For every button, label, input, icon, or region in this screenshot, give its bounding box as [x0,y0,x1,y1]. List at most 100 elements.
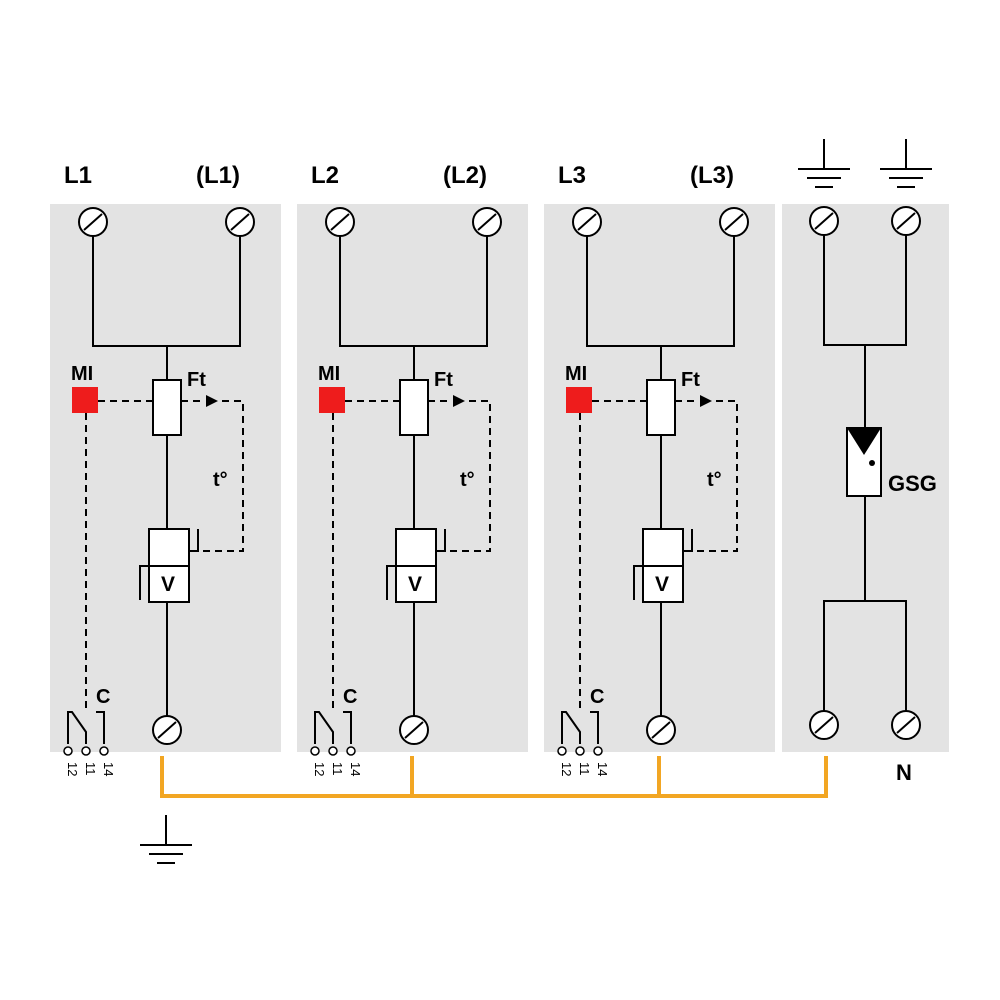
thermal-fuse-icon [646,379,676,436]
screw-terminal-icon [399,715,429,745]
varistor-icon [386,528,446,603]
varistor-icon [633,528,693,603]
line-label: L1 [64,162,92,189]
line-out-label: (L1) [196,162,240,189]
terminal-slot [577,213,597,231]
varistor-label: V [408,573,422,596]
arrow-icon [700,395,712,407]
terminal-slot [814,212,834,230]
pin-number: 12 [312,762,327,776]
module-panel [50,204,281,752]
line-label: L2 [311,162,339,189]
temp-label: t° [707,469,722,491]
screw-terminal-icon [572,207,602,237]
temp-linkage-dashed [684,400,738,552]
terminal-slot [896,212,916,230]
pin-number: 14 [101,762,116,776]
varistor-tail [683,529,693,552]
contact-switch [67,711,87,744]
indicator-square [72,387,98,413]
terminal-slot [651,721,671,739]
contact-switch [314,711,334,744]
screw-terminal-icon [152,715,182,745]
terminal-slot [157,721,177,739]
line-out-label: (L2) [443,162,487,189]
temp-label: t° [460,469,475,491]
screw-terminal-icon [225,207,255,237]
line-out-label: (L3) [690,162,734,189]
module-panel [544,204,775,752]
pin-number: 11 [577,762,592,776]
indicator-label: MI [565,363,587,385]
indicator-label: MI [71,363,93,385]
screw-terminal-icon [646,715,676,745]
temp-linkage-dashed [190,400,244,552]
ground-symbol-icon [140,815,192,864]
screw-terminal-icon [891,206,921,236]
pin-number: 12 [65,762,80,776]
neutral-label: N [896,760,912,785]
contact-pin-dot [575,746,585,756]
contact-label: C [590,686,604,708]
fuse-label: Ft [187,369,206,391]
screw-terminal-icon [891,710,921,740]
fuse-label: Ft [434,369,453,391]
contact-pin-dot [593,746,603,756]
screw-terminal-icon [809,710,839,740]
terminal-slot [814,716,834,734]
varistor-icon [139,528,199,603]
pin-number: 14 [595,762,610,776]
terminal-slot [83,213,103,231]
screw-terminal-icon [78,207,108,237]
pin-number: 11 [330,762,345,776]
pin-number: 11 [83,762,98,776]
contact-label: C [343,686,357,708]
terminal-slot [724,213,744,231]
contact-pin-dot [81,746,91,756]
contact-pin-dot [328,746,338,756]
screw-terminal-icon [472,207,502,237]
output-bridge-wire [823,600,907,713]
contact-pin-dot [346,746,356,756]
pe-bus-bar [160,756,828,798]
fuse-label: Ft [681,369,700,391]
gsg-label: GSG [888,471,937,496]
contact-pin-dot [63,746,73,756]
temp-label: t° [213,469,228,491]
screw-terminal-icon [719,207,749,237]
terminal-slot [330,213,350,231]
terminal-slot [404,721,424,739]
gdt-dot [869,460,875,466]
terminal-slot [477,213,497,231]
ground-symbol-icon [798,139,850,188]
screw-terminal-icon [325,207,355,237]
varistor-tail [386,565,396,600]
indicator-label: MI [318,363,340,385]
gas-discharge-tube-icon [846,427,882,497]
line-label: L3 [558,162,586,189]
thermal-fuse-icon [399,379,429,436]
module-panel [297,204,528,752]
varistor-tail [436,529,446,552]
relay-contact-icon [314,711,352,744]
varistor-tail [189,529,199,552]
pe-bus [140,756,828,864]
contact-pin [96,711,105,744]
varistor-tail [139,565,149,600]
terminal-slot [896,716,916,734]
arrow-icon [206,395,218,407]
contact-pin-dot [557,746,567,756]
temp-linkage-dashed [437,400,491,552]
varistor-tail [633,565,643,600]
arrow-icon [453,395,465,407]
varistor-label: V [161,573,175,596]
gdt-triangle [847,428,881,455]
relay-contact-icon [561,711,599,744]
varistor-label: V [655,573,669,596]
terminal-slot [230,213,250,231]
gsg-module: GSG N [782,139,949,785]
